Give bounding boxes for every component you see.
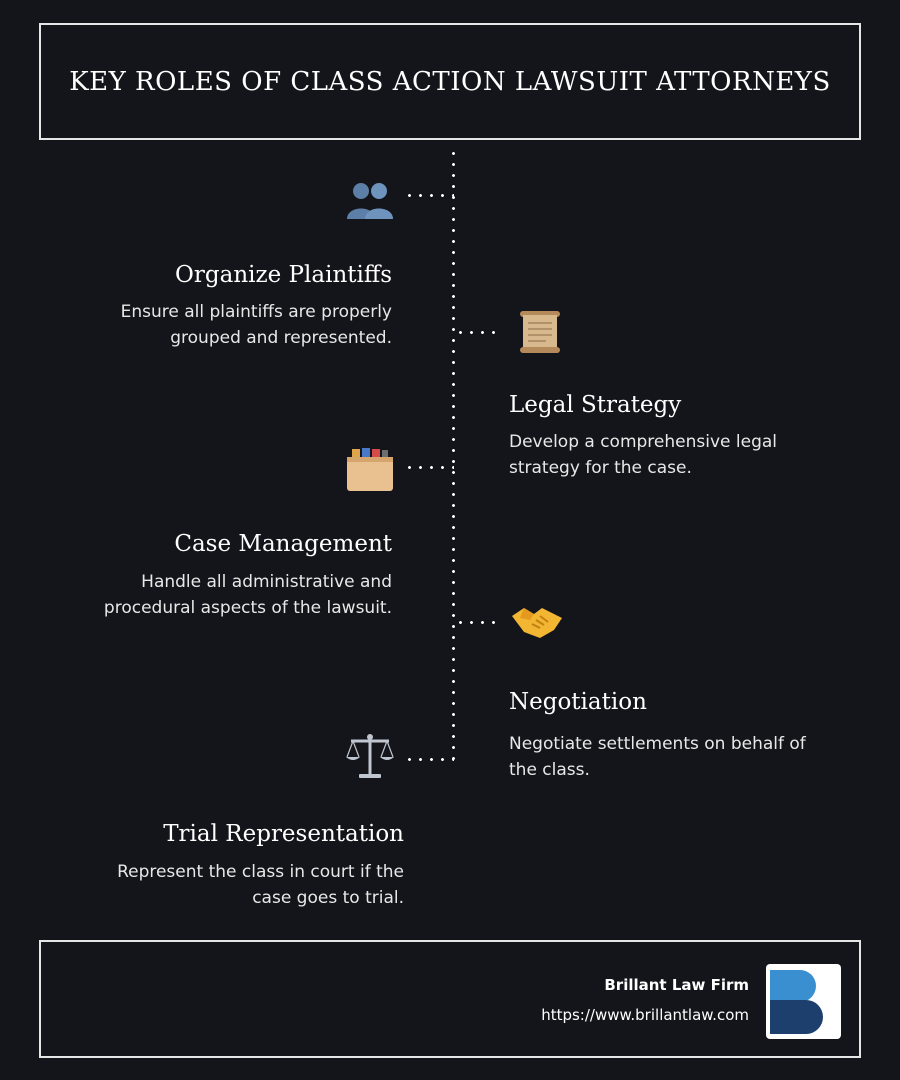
desc-line: case goes to trial. — [252, 888, 404, 908]
timeline-line — [452, 148, 455, 763]
page-title: KEY ROLES OF CLASS ACTION LAWSUIT ATTORN… — [69, 66, 831, 97]
connector-3 — [404, 466, 454, 469]
brillant-b-logo — [766, 964, 841, 1039]
scroll-icon — [514, 305, 568, 359]
desc-line: grouped and represented. — [170, 328, 392, 348]
item-desc-organize-plaintiffs: Ensure all plaintiffs are properly group… — [12, 299, 392, 351]
connector-1 — [404, 194, 454, 197]
item-desc-negotiation: Negotiate settlements on behalf of the c… — [509, 731, 869, 783]
desc-line: Ensure all plaintiffs are properly — [120, 302, 392, 322]
title-banner: KEY ROLES OF CLASS ACTION LAWSUIT ATTORN… — [39, 23, 861, 140]
desc-line: Negotiate settlements on behalf of — [509, 734, 806, 754]
people-icon — [343, 175, 397, 229]
item-desc-trial-representation: Represent the class in court if the case… — [24, 859, 404, 911]
balance-scale-icon — [343, 729, 397, 783]
card-file-box-icon — [343, 443, 397, 497]
item-desc-case-management: Handle all administrative and procedural… — [12, 569, 392, 621]
desc-line: Handle all administrative and — [141, 572, 392, 592]
desc-line: strategy for the case. — [509, 458, 692, 478]
footer: Brillant Law Firm https://www.brillantla… — [39, 940, 861, 1058]
firm-url-link[interactable]: https://www.brillantlaw.com — [541, 1006, 749, 1024]
item-title-trial-representation: Trial Representation — [163, 821, 404, 847]
desc-line: Represent the class in court if the — [117, 862, 404, 882]
connector-4 — [455, 621, 501, 624]
desc-line: procedural aspects of the lawsuit. — [103, 598, 392, 618]
connector-2 — [455, 331, 501, 334]
desc-line: the class. — [509, 760, 590, 780]
item-title-legal-strategy: Legal Strategy — [509, 392, 682, 418]
connector-5 — [404, 758, 454, 761]
firm-name: Brillant Law Firm — [604, 976, 749, 994]
handshake-icon — [510, 594, 564, 648]
desc-line: Develop a comprehensive legal — [509, 432, 778, 452]
item-title-negotiation: Negotiation — [509, 689, 647, 715]
item-title-case-management: Case Management — [174, 531, 392, 557]
item-desc-legal-strategy: Develop a comprehensive legal strategy f… — [509, 429, 869, 481]
item-title-organize-plaintiffs: Organize Plaintiffs — [175, 262, 392, 288]
